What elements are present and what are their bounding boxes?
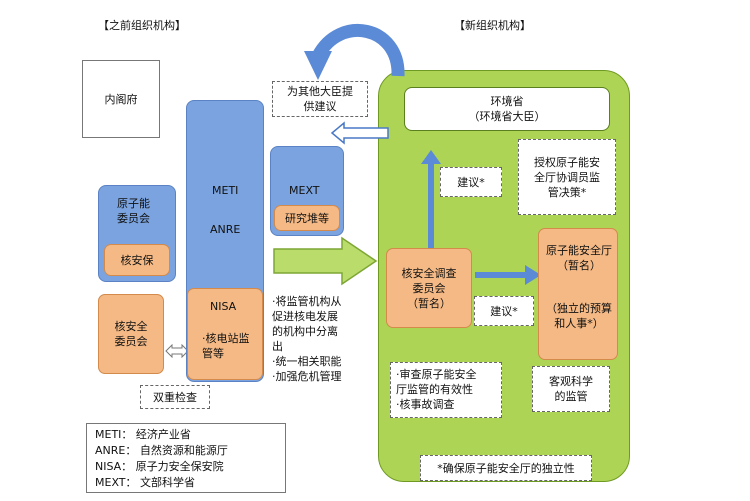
up-arrow <box>421 150 441 248</box>
legend-entry: NISA： 原子力安全保安院 <box>95 460 224 473</box>
moe-label: 环境省（环境省大臣） <box>468 95 546 123</box>
review-line: ·核事故调查 <box>396 398 455 411</box>
bullet-line: 促进核电发展 <box>272 310 338 323</box>
advice-box-1: 建议* <box>440 167 502 197</box>
objective-regulation-label: 客观科学的监管 <box>549 375 593 403</box>
reform-bullets: ·将监管机构从 促进核电发展 的机构中分离 出 ·统一相关职能 ·加强危机管理 <box>272 294 342 384</box>
cabinet-office-box: 内阁府 <box>82 60 160 138</box>
authorization-box: 授权原子能安全厅协调员监管决策* <box>518 139 616 215</box>
aec-label: 原子能委员会 <box>117 197 150 225</box>
advice-other-ministers-box: 为其他大臣提供建议 <box>272 81 368 117</box>
nuclear-investigation-commission-box: 核安全调查委员会（暂名） <box>386 248 472 328</box>
nisa-items: ·核电站监管等 <box>202 332 250 360</box>
curved-feedback-arrow <box>304 24 405 80</box>
bullet-line: 的机构中分离 <box>272 325 338 338</box>
authorization-label: 授权原子能安全厅协调员监管决策* <box>534 155 600 199</box>
nisa-box: NISA ·核电站监管等 <box>187 288 263 380</box>
right-arrow <box>475 265 541 285</box>
header-old-organization: 【之前组织机构】 <box>98 19 186 32</box>
double-check-box: 双重检查 <box>140 385 210 409</box>
bullet-line: ·统一相关职能 <box>272 355 342 368</box>
mext-label: MEXT <box>289 184 320 197</box>
review-line: ·审查原子能安全 <box>396 368 477 381</box>
anre-label: ANRE <box>210 223 241 236</box>
bullet-line: 出 <box>272 340 283 353</box>
ministry-of-environment-box: 环境省（环境省大臣） <box>404 87 610 131</box>
header-new-organization: 【新组织机构】 <box>454 19 531 32</box>
double-check-label: 双重检查 <box>153 390 197 404</box>
hollow-left-arrow <box>330 121 389 145</box>
advice-label-2: 建议* <box>490 304 518 318</box>
advice-other-ministers-label: 为其他大臣提供建议 <box>287 85 353 113</box>
agency-note: （独立的预算和人事*） <box>546 302 612 330</box>
nuclear-security-box: 核安保 <box>104 244 170 276</box>
bullet-line: ·加强危机管理 <box>272 370 342 383</box>
bullet-line: ·将监管机构从 <box>272 295 342 308</box>
legend-entry: MEXT： 文部科学省 <box>95 476 195 489</box>
nuclear-security-label: 核安保 <box>120 253 154 267</box>
meti-label: METI <box>212 184 239 197</box>
advice-box-2: 建议* <box>474 296 534 326</box>
commission-label: 核安全调查委员会（暂名） <box>401 266 457 310</box>
advice-label-1: 建议* <box>457 175 485 189</box>
review-box: ·审查原子能安全 厅监管的有效性 ·核事故调查 <box>390 362 502 418</box>
legend-entry: ANRE： 自然资源和能源厅 <box>95 444 228 457</box>
objective-regulation-box: 客观科学的监管 <box>532 366 610 412</box>
nisa-title: NISA <box>210 300 237 313</box>
legend-box: METI： 经济产业省 ANRE： 自然资源和能源厅 NISA： 原子力安全保安… <box>86 423 286 493</box>
nuclear-safety-commission-box: 核安全委员会 <box>98 294 164 374</box>
independence-box: *确保原子能安全厅的独立性 <box>420 455 592 481</box>
research-reactor-label: 研究堆等 <box>285 211 329 225</box>
independence-label: *确保原子能安全厅的独立性 <box>437 461 575 475</box>
legend-entry: METI： 经济产业省 <box>95 428 191 441</box>
research-reactor-box: 研究堆等 <box>274 205 340 231</box>
review-line: 厅监管的有效性 <box>396 383 473 396</box>
nuclear-safety-agency-box: 原子能安全厅（暂名） （独立的预算和人事*） <box>538 228 618 360</box>
nsc-label: 核安全委员会 <box>114 320 148 348</box>
cabinet-office-label: 内阁府 <box>104 92 138 106</box>
agency-title: 原子能安全厅（暂名） <box>546 244 612 272</box>
green-transition-arrow <box>273 236 378 286</box>
